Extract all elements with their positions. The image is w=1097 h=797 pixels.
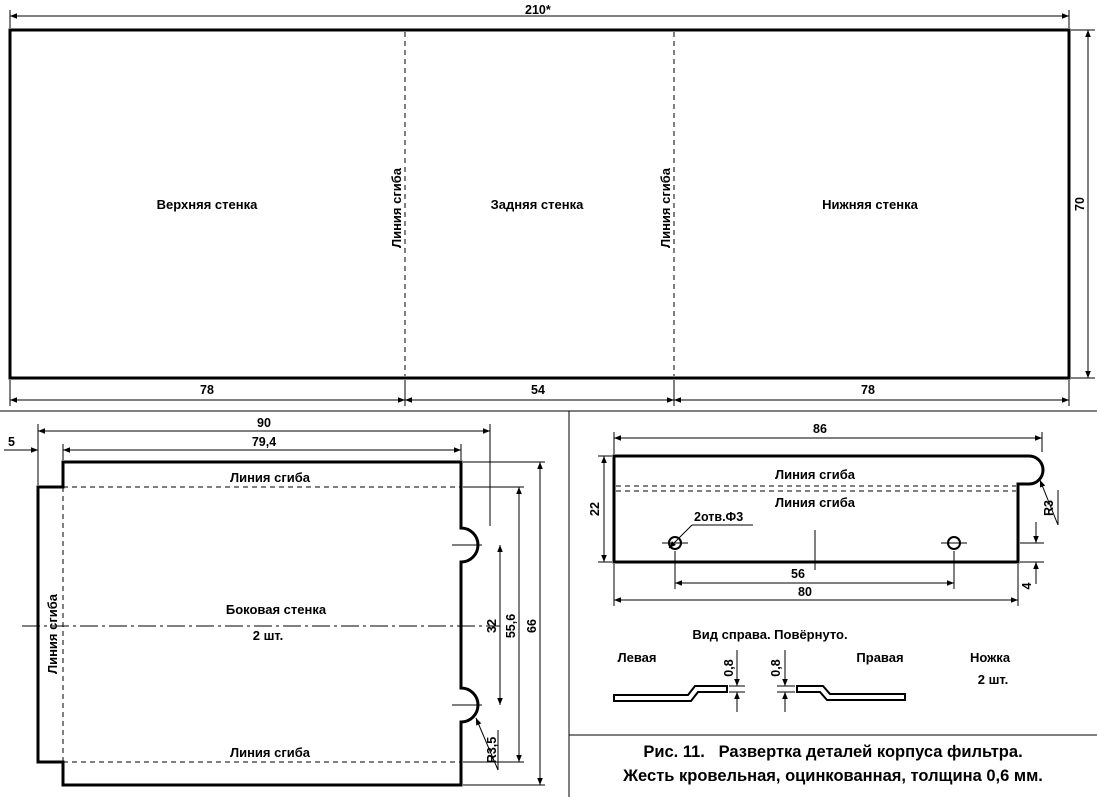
dim-80: 80: [798, 585, 812, 599]
dim-56: 56: [791, 567, 805, 581]
right-profile: [796, 685, 906, 701]
dim-22: 22: [588, 502, 602, 516]
leg-qty: 2 шт.: [978, 672, 1009, 687]
top-panel-outline: [8, 28, 1071, 380]
side-wall-qty: 2 шт.: [253, 628, 284, 643]
dim-32: 32: [485, 619, 499, 633]
dim-section-3: 78: [861, 383, 875, 397]
side-wall-outline: [36, 460, 480, 787]
r3-leader: [1039, 479, 1059, 526]
fold-label-1: Линия сгиба: [389, 167, 404, 248]
caption-line-2: Жесть кровельная, оцинкованная, толщина …: [622, 767, 1043, 785]
leg-outline: [612, 454, 1045, 564]
leg-fold-label-1: Линия сгиба: [775, 467, 856, 482]
side-fold-label-left: Линия сгиба: [45, 593, 60, 674]
right-label: Правая: [856, 650, 903, 665]
side-fold-label-bottom: Линия сгиба: [230, 745, 311, 760]
left-label: Левая: [618, 650, 657, 665]
leg-label: Ножка: [970, 650, 1011, 665]
fold-label-2: Линия сгиба: [658, 167, 673, 248]
side-wall-title: Боковая стенка: [226, 602, 327, 617]
dim-section-1: 78: [200, 383, 214, 397]
dim-55-6: 55,6: [504, 614, 518, 638]
leg-part: Линия сгиба Линия сгиба 2отв.Ф3 86 22 56…: [588, 422, 1059, 606]
caption-line-1: Рис. 11. Развертка деталей корпуса фильт…: [643, 743, 1022, 761]
dim-r3: R3: [1042, 500, 1056, 516]
dim-5: 5: [8, 435, 15, 449]
dim-90: 90: [257, 416, 271, 430]
label-back-wall: Задняя стенка: [491, 197, 584, 212]
dim-0-8-left: 0,8: [722, 659, 736, 676]
dim-66: 66: [525, 619, 539, 633]
radius-leader: [475, 717, 499, 771]
top-panel: 210* 70 78 54 78 Верхняя стенка Задняя с…: [8, 3, 1095, 406]
dim-4: 4: [1020, 582, 1034, 589]
dim-r3-5: R3,5: [485, 737, 499, 763]
dim-70: 70: [1073, 197, 1087, 211]
leg-fold-label-2: Линия сгиба: [775, 495, 856, 510]
dim-210: 210*: [525, 3, 551, 17]
label-top-wall: Верхняя стенка: [157, 197, 258, 212]
view-title: Вид справа. Повёрнуто.: [692, 627, 847, 642]
dim-section-2: 54: [531, 383, 545, 397]
holes-label: 2отв.Ф3: [694, 510, 743, 524]
dim-0-8-right: 0,8: [769, 659, 783, 676]
side-view: Вид справа. Повёрнуто. Левая Правая Ножк…: [613, 627, 1011, 712]
dim-86: 86: [813, 422, 827, 436]
label-bottom-wall: Нижняя стенка: [822, 197, 918, 212]
left-profile: [613, 685, 728, 702]
dim-79-4: 79,4: [252, 435, 276, 449]
holes-leader: [668, 524, 693, 549]
side-fold-label-top: Линия сгиба: [230, 470, 311, 485]
side-wall: Линия сгиба Линия сгиба Линия сгиба Боко…: [4, 416, 545, 787]
